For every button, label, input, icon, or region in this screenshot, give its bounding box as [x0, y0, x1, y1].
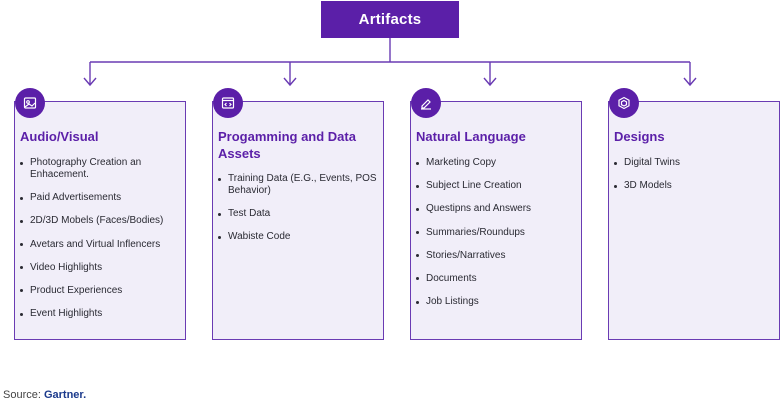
list-item: Documents [416, 273, 575, 285]
card-title: Audio/Visual [20, 129, 99, 144]
card-title: Progamming and Data Assets [218, 129, 356, 161]
card-title: Designs [614, 129, 665, 144]
list-item: Avetars and Virtual Inflencers [20, 239, 179, 251]
list-item: Subject Line Creation [416, 180, 575, 192]
artifacts-title: Artifacts [358, 11, 422, 28]
list-item: Marketing Copy [416, 157, 575, 169]
list-item: Event Highlights [20, 308, 179, 320]
list-item: Paid Advertisements [20, 192, 179, 204]
source-brand: Gartner. [43, 389, 87, 401]
card-item-list: Marketing Copy Subject Line Creation Que… [416, 157, 575, 319]
list-item: Product Experiences [20, 285, 179, 297]
card-item-list: Digital Twins 3D Models [614, 157, 773, 203]
list-item: Test Data [218, 208, 377, 220]
list-item: Questipns and Answers [416, 203, 575, 215]
card-natural-language: Natural Language Marketing Copy Subject … [410, 88, 582, 340]
list-item: Stories/Narratives [416, 250, 575, 262]
source-caption: Source: Gartner. [3, 389, 86, 401]
list-item: Wabiste Code [218, 231, 377, 243]
media-frame-icon [15, 88, 45, 118]
list-item: 2D/3D Mobels (Faces/Bodies) [20, 215, 179, 227]
list-item: Digital Twins [614, 157, 773, 169]
card-audio-visual: Audio/Visual Photography Creation an Enh… [14, 88, 186, 340]
card-item-list: Training Data (E.G., Events, POS Behavio… [218, 173, 377, 255]
card-item-list: Photography Creation an Enhacement. Paid… [20, 157, 179, 331]
list-item: Training Data (E.G., Events, POS Behavio… [218, 173, 377, 197]
card-designs: Designs Digital Twins 3D Models [608, 88, 780, 340]
list-item: Job Listings [416, 296, 575, 308]
list-item: Photography Creation an Enhacement. [20, 157, 179, 181]
card-programming-data-assets: Progamming and Data Assets Training Data… [212, 88, 384, 340]
hexagon-cube-icon [609, 88, 639, 118]
list-item: Video Highlights [20, 262, 179, 274]
code-window-icon [213, 88, 243, 118]
list-item: 3D Models [614, 180, 773, 192]
card-title: Natural Language [416, 129, 526, 144]
source-label: Source: [3, 389, 44, 401]
artifacts-header-box: Artifacts [321, 1, 459, 38]
pen-writing-icon [411, 88, 441, 118]
list-item: Summaries/Roundups [416, 227, 575, 239]
